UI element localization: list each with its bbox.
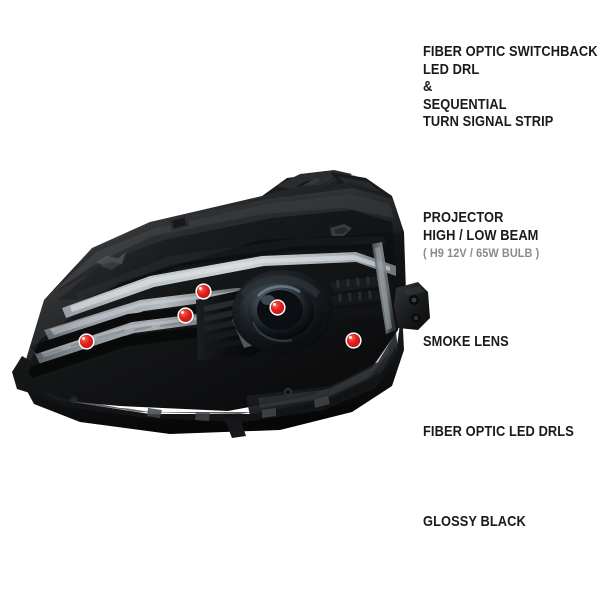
callout-label-glossy-black: GLOSSY BLACK — [423, 514, 540, 532]
callout-dot-projector[interactable] — [270, 300, 284, 314]
callout-text-line: GLOSSY BLACK — [423, 514, 526, 530]
locator-tab-top — [168, 215, 190, 231]
callout-text-line: SMOKE LENS — [423, 334, 509, 350]
callout-dot-fiber-optic-switchback[interactable] — [196, 284, 210, 298]
lower-clip-tabs — [147, 396, 330, 421]
mounting-tab-left — [12, 356, 32, 389]
reflector-cells — [330, 276, 388, 320]
callout-label-smoke-lens: SMOKE LENS — [423, 334, 521, 352]
callout-text-line: PROJECTOR — [423, 210, 504, 226]
mounting-bracket-right — [394, 282, 430, 330]
callout-text-line: HIGH / LOW BEAM — [423, 227, 539, 244]
callout-text-line: TURN SIGNAL STRIP — [423, 114, 554, 131]
callout-text-line: FIBER OPTIC SWITCHBACK — [423, 44, 598, 60]
callout-dot-fiber-optic-led-drls[interactable] — [178, 308, 192, 322]
lower-shell-smoke-lens — [20, 310, 404, 438]
callout-label-fiber-optic-led-drls: FIBER OPTIC LED DRLS — [423, 424, 594, 442]
callout-label-fiber-optic-switchback: FIBER OPTIC SWITCHBACK LED DRL & SEQUENT… — [423, 44, 600, 132]
right-edge-light-strip — [372, 242, 396, 334]
callout-dot-glossy-black[interactable] — [79, 334, 93, 348]
callout-text-line: & — [423, 79, 433, 96]
callout-label-projector: PROJECTOR HIGH / LOW BEAM ( H9 12V / 65W… — [423, 210, 555, 261]
callout-text-line: FIBER OPTIC LED DRLS — [423, 424, 574, 440]
callout-dot-smoke-lens[interactable] — [346, 333, 360, 347]
callout-text-line: LED DRL — [423, 61, 480, 78]
switchback-drl-strip — [62, 252, 396, 318]
callout-text-subline: ( H9 12V / 65W BULB ) — [423, 246, 540, 261]
callout-text-line: SEQUENTIAL — [423, 96, 507, 113]
headlight-housing — [17, 183, 406, 411]
